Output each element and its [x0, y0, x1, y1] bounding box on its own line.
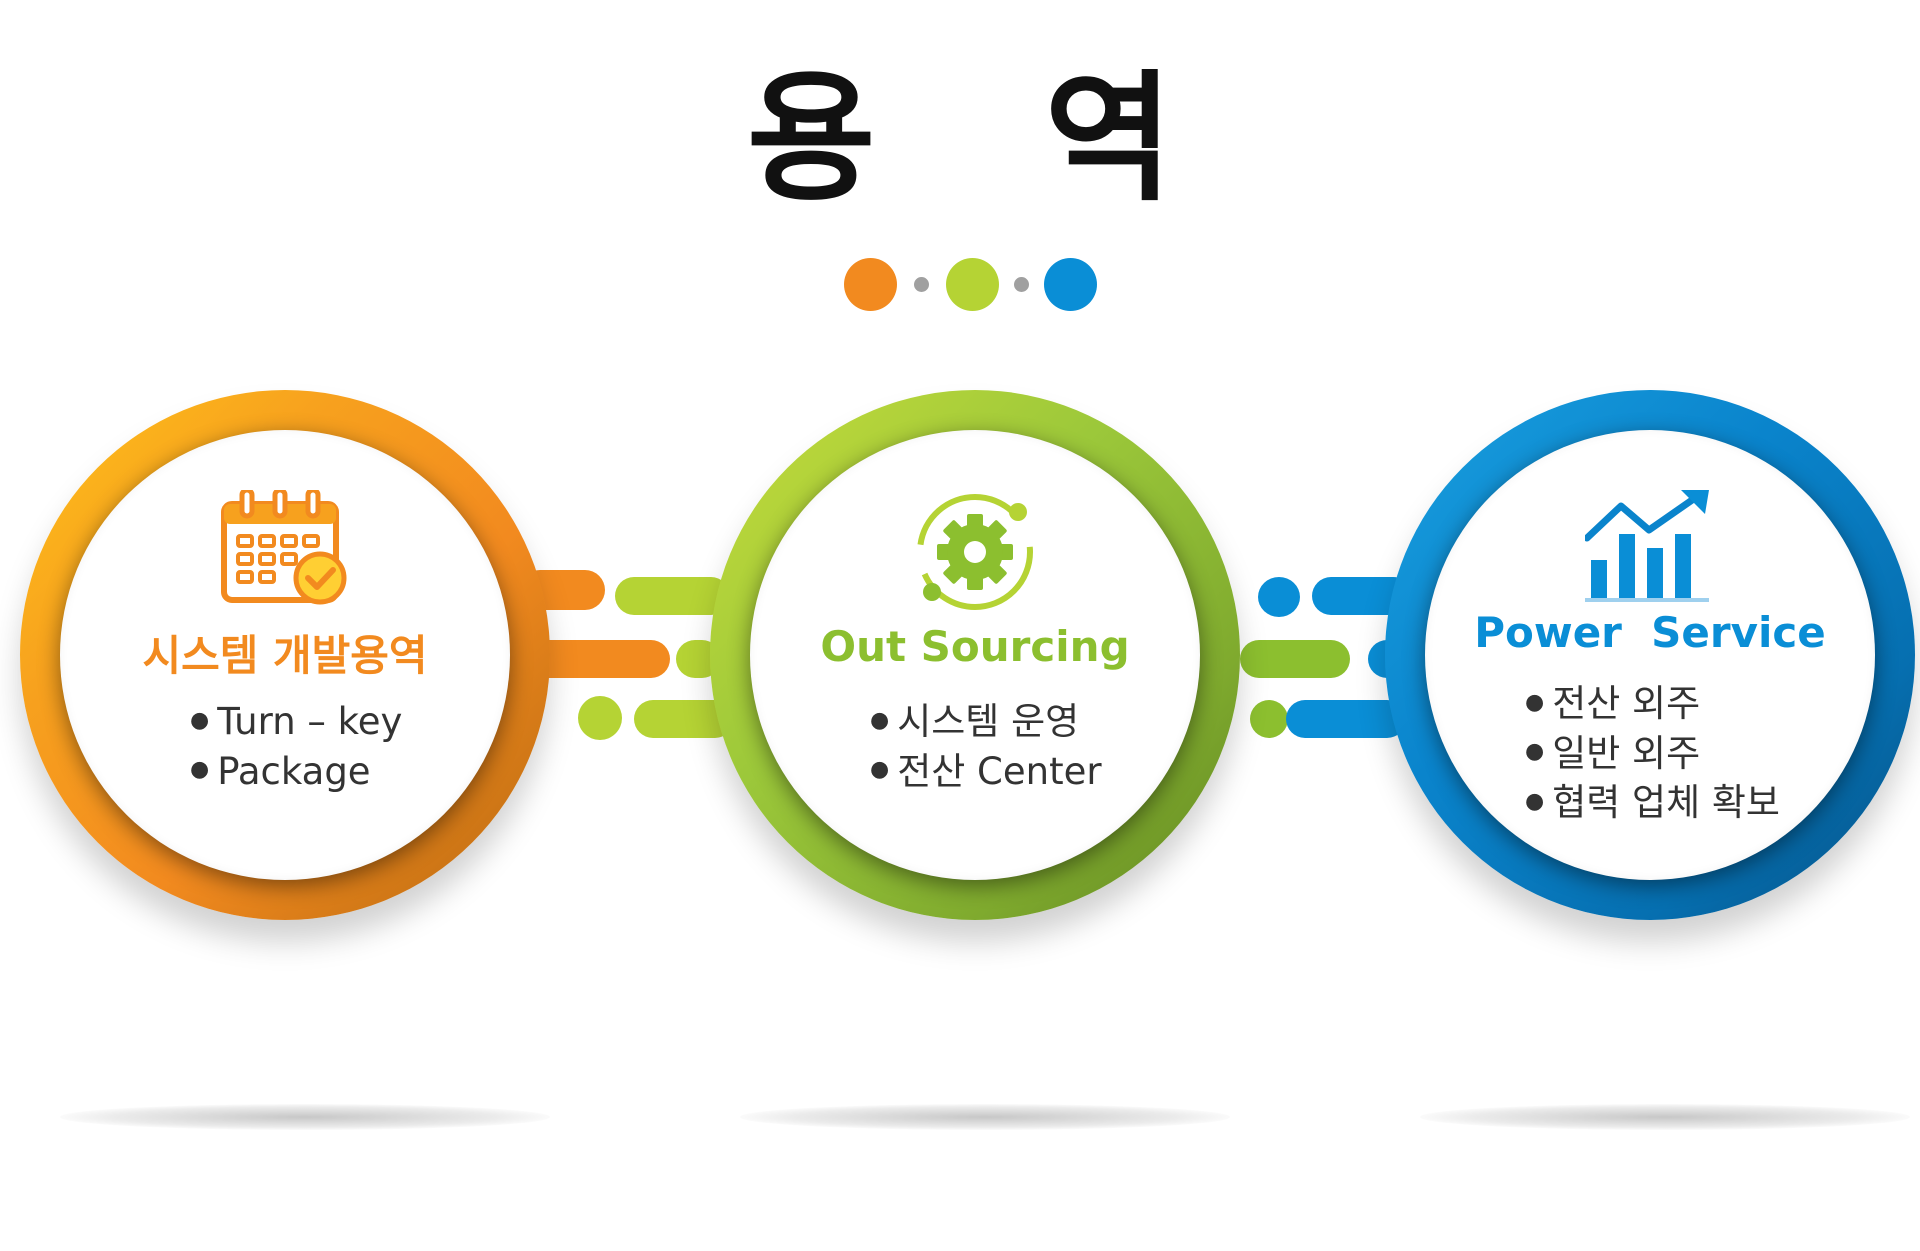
growth-chart-icon [1583, 490, 1715, 610]
card-body: Power Service 전산 외주 일반 외주 협력 업체 확보 [1425, 430, 1875, 880]
card-body: Out Sourcing 시스템 운영 전산 Center [750, 430, 1200, 880]
bullet-item: 일반 외주 [1525, 730, 1875, 780]
dot-indicator [844, 258, 1104, 314]
bullet-list: Turn – key Package [60, 698, 510, 797]
card-title: Power Service [1474, 608, 1826, 657]
bullet-item: 전산 Center [870, 748, 1200, 798]
orange-dot [844, 258, 897, 311]
card-system-development: 시스템 개발용역 Turn – key Package [20, 390, 550, 920]
connector-bar [578, 696, 622, 740]
bullet-item: Turn – key [190, 698, 510, 748]
bullet-item: 전산 외주 [1525, 680, 1875, 730]
bullet-list: 시스템 운영 전산 Center [750, 698, 1200, 797]
page-title: 용 역 [746, 58, 1234, 221]
separator-dot [1014, 277, 1029, 292]
gear-orbit-icon [910, 490, 1040, 610]
card-out-sourcing: Out Sourcing 시스템 운영 전산 Center [710, 390, 1240, 920]
connector-bar [1258, 577, 1300, 617]
floor-shadow [740, 1104, 1230, 1130]
connector-bar [1286, 700, 1406, 738]
bullet-item: 협력 업체 확보 [1525, 779, 1875, 829]
floor-shadow [60, 1104, 550, 1130]
floor-shadow [1420, 1104, 1910, 1130]
green-dot [946, 258, 999, 311]
calendar-check-icon [220, 487, 350, 610]
card-title: Out Sourcing [820, 622, 1130, 671]
card-power-service: Power Service 전산 외주 일반 외주 협력 업체 확보 [1385, 390, 1915, 920]
separator-dot [914, 277, 929, 292]
bullet-list: 전산 외주 일반 외주 협력 업체 확보 [1425, 680, 1875, 829]
card-body: 시스템 개발용역 Turn – key Package [60, 430, 510, 880]
connector-bar [615, 577, 730, 615]
connector-bar [1240, 640, 1350, 678]
connector-bar [1250, 700, 1288, 738]
blue-dot [1044, 258, 1097, 311]
card-title: 시스템 개발용역 [142, 631, 428, 680]
bullet-item: 시스템 운영 [870, 698, 1200, 748]
bullet-item: Package [190, 748, 510, 798]
